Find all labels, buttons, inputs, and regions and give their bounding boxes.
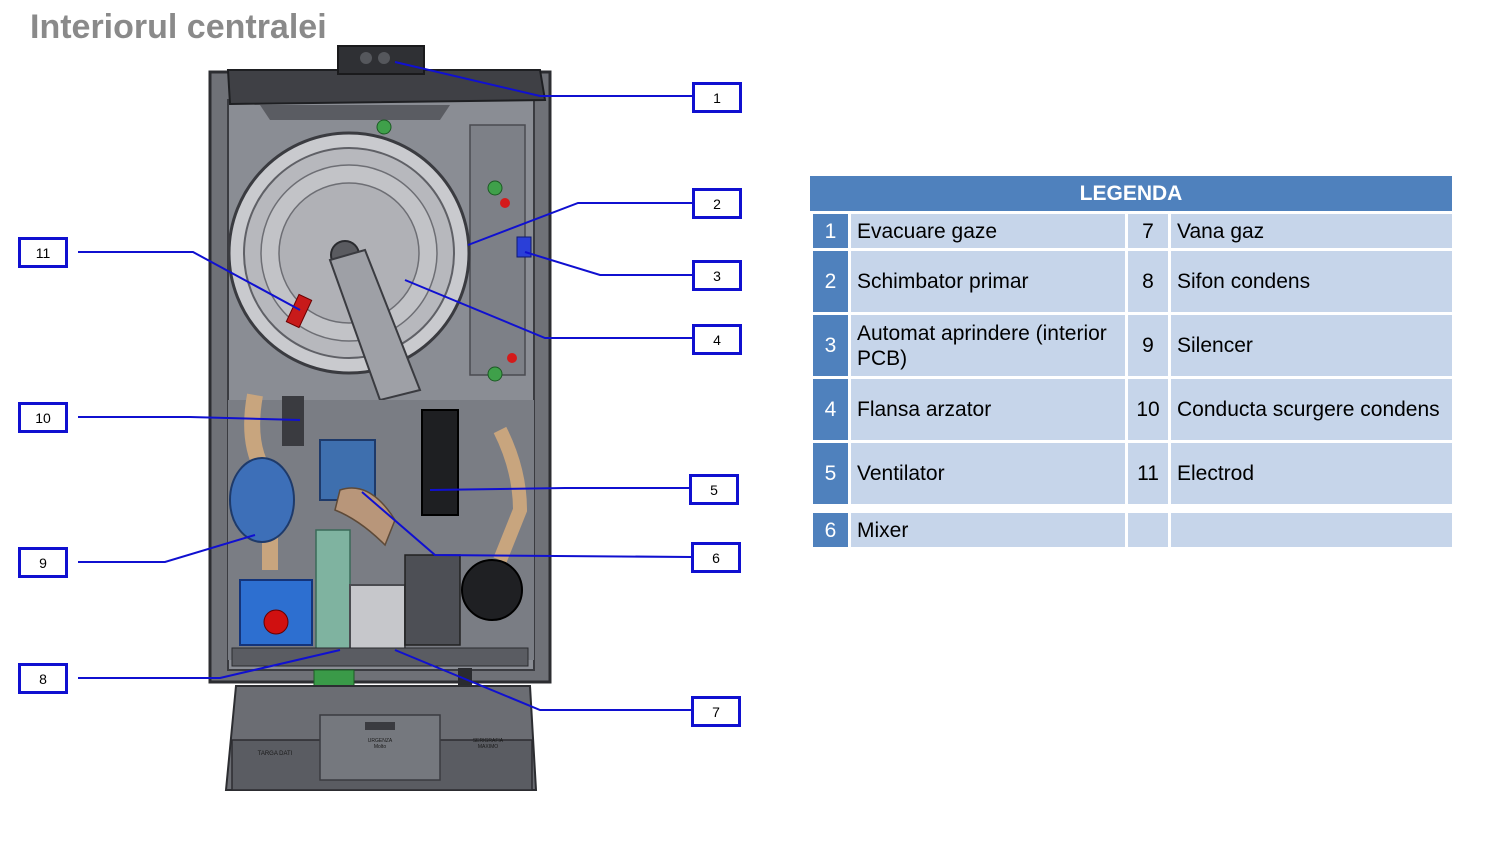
- primary-heat-exchanger: [227, 119, 471, 402]
- legend-number: 11: [1125, 440, 1171, 507]
- siphon: [315, 529, 351, 651]
- legend-table: LEGENDA 1 Evacuare gaze 7 Vana gaz 2 Sch…: [810, 176, 1455, 550]
- leader-line-3: [524, 251, 692, 276]
- legend-description: Ventilator: [848, 440, 1128, 507]
- callout-5: 5: [689, 474, 739, 505]
- callout-6: 6: [691, 542, 741, 573]
- legend-number: 9: [1125, 312, 1171, 379]
- legend-header: LEGENDA: [810, 176, 1452, 211]
- leader-line-1: [394, 61, 692, 97]
- legend-description: Automat aprindere (interior PCB): [848, 312, 1128, 379]
- callout-2: 2: [692, 188, 742, 219]
- callout-9: 9: [18, 547, 68, 578]
- leader-line-2: [467, 202, 692, 246]
- leader-line-9: [78, 534, 256, 563]
- callout-4: 4: [692, 324, 742, 355]
- label-targa-dati: TARGA DATI: [258, 751, 293, 757]
- lower-components: [228, 393, 534, 697]
- legend-description: Sifon condens: [1168, 248, 1455, 315]
- leader-line-6: [361, 491, 692, 558]
- legend-description: Schimbator primar: [848, 248, 1128, 315]
- leader-line-7: [394, 649, 691, 711]
- pump: [461, 559, 523, 621]
- legend-row: 2 Schimbator primar 8 Sifon condens: [810, 248, 1455, 315]
- callout-8: 8: [18, 663, 68, 694]
- control-cover: TARGA DATI URGENZA Molto SERIGRAFIA MAXI…: [224, 685, 538, 791]
- legend-number: [1125, 510, 1171, 550]
- callout-7: 7: [691, 696, 741, 727]
- legend-description: Silencer: [1168, 312, 1455, 379]
- legend-description: Conducta scurgere condens: [1168, 376, 1455, 443]
- silencer: [229, 457, 295, 543]
- callout-3: 3: [692, 260, 742, 291]
- legend-number: 4: [810, 376, 851, 443]
- legend-description: Mixer: [848, 510, 1128, 550]
- legend-number: 5: [810, 440, 851, 507]
- legend-number: 8: [1125, 248, 1171, 315]
- legend-number: 10: [1125, 376, 1171, 443]
- legend-row: 5 Ventilator 11 Electrod: [810, 440, 1455, 507]
- legend-row: 1 Evacuare gaze 7 Vana gaz: [810, 211, 1455, 251]
- leader-line-8: [78, 649, 341, 679]
- legend-row: 6 Mixer: [810, 510, 1455, 550]
- leader-line-11: [78, 251, 301, 311]
- legend-row: 4 Flansa arzator 10 Conducta scurgere co…: [810, 376, 1455, 443]
- label-molto: Molto: [374, 744, 386, 750]
- label-serigrafia: SERIGRAFIA: [473, 738, 504, 744]
- legend-number: 2: [810, 248, 851, 315]
- legend-description: Vana gaz: [1168, 211, 1455, 251]
- page-title: Interiorul centralei: [30, 8, 327, 46]
- leader-line-10: [78, 416, 301, 421]
- legend-description: Flansa arzator: [848, 376, 1128, 443]
- callout-10: 10: [18, 402, 68, 433]
- legend-description: Evacuare gaze: [848, 211, 1128, 251]
- mixer: [334, 487, 396, 547]
- legend-row: 3 Automat aprindere (interior PCB) 9 Sil…: [810, 312, 1455, 379]
- legend-number: 1: [810, 211, 851, 251]
- legend-description: [1168, 510, 1455, 550]
- legend-number: 7: [1125, 211, 1171, 251]
- legend-number: 3: [810, 312, 851, 379]
- leader-lines: [78, 61, 692, 711]
- callout-1: 1: [692, 82, 742, 113]
- label-urgenza: URGENZA: [368, 738, 393, 744]
- leader-line-4: [404, 279, 692, 339]
- ventilator: [421, 409, 459, 516]
- gas-valve: [349, 584, 406, 651]
- leader-line-5: [429, 487, 689, 491]
- label-maximo: MAXIMO: [478, 744, 498, 750]
- callout-11: 11: [18, 237, 68, 268]
- legend-description: Electrod: [1168, 440, 1455, 507]
- legend-number: 6: [810, 510, 851, 550]
